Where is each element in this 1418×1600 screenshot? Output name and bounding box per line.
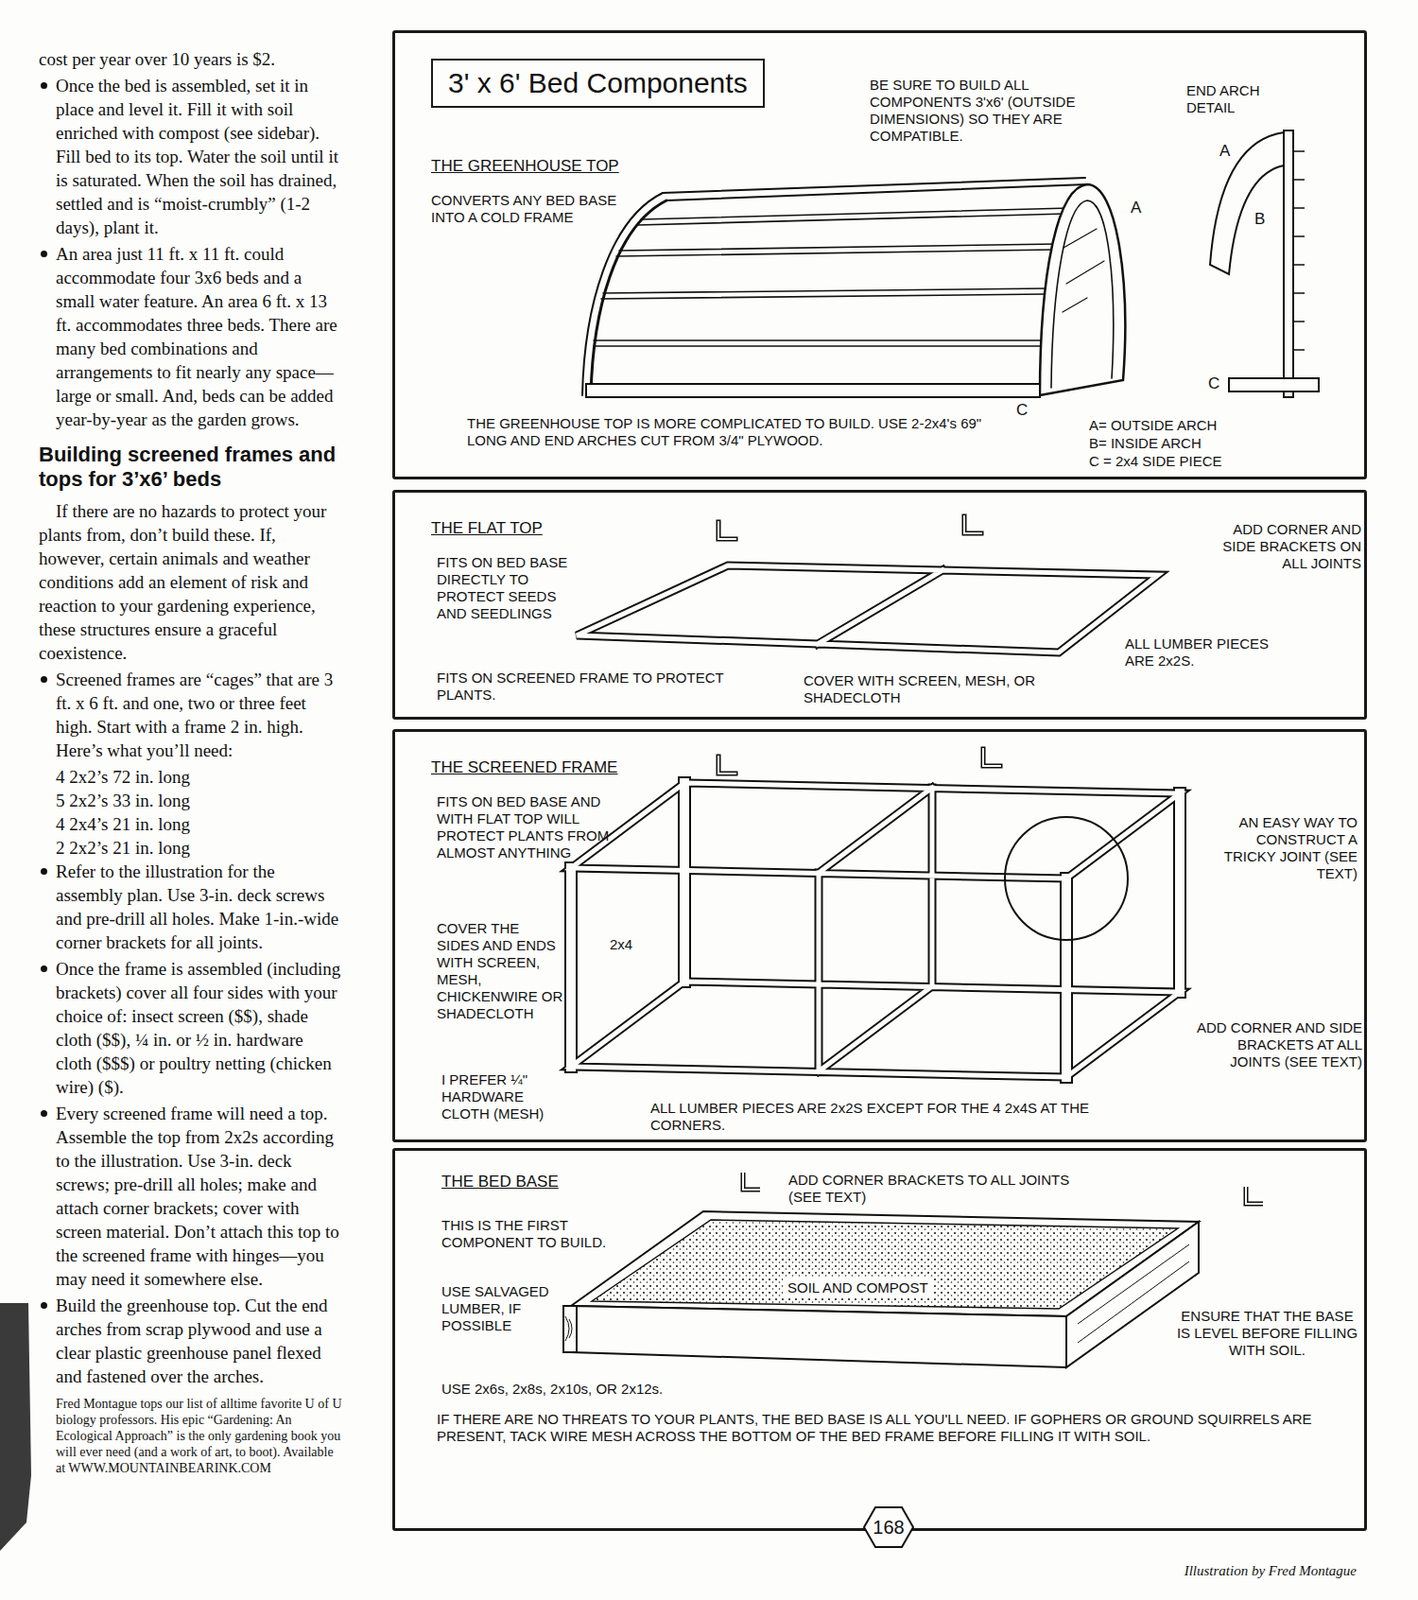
title-box: 3' x 6' Bed Components <box>431 58 765 108</box>
text: Once the bed is assembled, set it in pla… <box>55 75 339 238</box>
callout-letter: A <box>1219 141 1230 160</box>
panel-note: I PREFER ¼" HARDWARE CLOTH (MESH) <box>441 1071 574 1123</box>
article-column: cost per year over 10 years is $2. Once t… <box>38 47 344 1479</box>
panel-heading: THE GREENHOUSE TOP <box>431 155 620 176</box>
bullet-dot <box>40 250 48 258</box>
bullet-paragraph: Screened frames are “cages” that are 3 f… <box>38 667 344 762</box>
greenhouse-drawing <box>582 177 1125 398</box>
text: Every screened frame will need a top. As… <box>55 1103 340 1289</box>
callout-letter: C <box>1016 400 1028 419</box>
bullet-dot <box>40 675 48 683</box>
panel-note: FITS ON BED BASE AND WITH FLAT TOP WILL … <box>436 793 612 862</box>
page-number: 168 <box>862 1504 916 1549</box>
panel-note: COVER WITH SCREEN, MESH, OR SHADECLOTH <box>803 672 1125 707</box>
panel-note: COVER THE SIDES AND ENDS WITH SCREEN, ME… <box>436 919 565 1022</box>
text: Refer to the illustration for the assemb… <box>55 861 339 952</box>
text: Once the frame is assembled (including b… <box>55 958 341 1097</box>
materials-list-item: 5 2x2’s 33 in. long <box>38 788 344 813</box>
article-paragraph: cost per year over 10 years is $2. <box>38 47 344 71</box>
article-paragraph: If there are no hazards to protect your … <box>38 499 344 665</box>
panel-note: ADD CORNER BRACKETS TO ALL JOINTS (SEE T… <box>788 1171 1101 1206</box>
bullet-dot <box>40 867 48 875</box>
section-heading: Building screened frames and tops for 3’… <box>38 442 344 492</box>
screened-frame-drawing <box>570 748 1180 1077</box>
boot-image <box>0 1302 32 1551</box>
panel-note: FITS ON BED BASE DIRECTLY TO PROTECT SEE… <box>436 553 579 623</box>
panel-note: AN EASY WAY TO CONSTRUCT A TRICKY JOINT … <box>1201 813 1358 882</box>
illustration-credit: Illustration by Fred Montague <box>1096 1561 1357 1579</box>
panel-note: ADD CORNER AND SIDE BRACKETS AT ALL JOIN… <box>1184 1019 1363 1071</box>
component-panel: THE FLAT TOP FITS ON BED BASE DIRECTLY TO… <box>392 489 1367 720</box>
bullet-paragraph: Every screened frame will need a top. As… <box>38 1101 344 1291</box>
bullet-dot <box>40 1301 48 1309</box>
panel-note: C = 2x4 SIDE PIECE <box>1089 452 1354 470</box>
panel-note: ALL LUMBER PIECES ARE 2x2S EXCEPT FOR TH… <box>650 1099 1105 1134</box>
panel-heading: THE SCREENED FRAME <box>431 757 618 778</box>
panel-heading: THE FLAT TOP <box>431 518 543 538</box>
panel-heading: THE BED BASE <box>441 1171 559 1192</box>
bullet-paragraph: Build the greenhouse top. Cut the end ar… <box>38 1293 344 1388</box>
bullet-paragraph: Refer to the illustration for the assemb… <box>38 859 344 954</box>
text: If there are no hazards to protect your … <box>38 501 327 663</box>
panel-note: A= OUTSIDE ARCH <box>1089 416 1354 434</box>
text: 4 2x2’s 72 in. long <box>55 766 191 787</box>
callout-letter: 2x4 <box>609 935 633 952</box>
bed-base-drawing <box>563 1172 1263 1367</box>
callout-letter: A <box>1130 198 1142 217</box>
drawing-label: SOIL AND COMPOST <box>782 1278 934 1297</box>
title-text: 3' x 6' Bed Components <box>448 65 748 102</box>
text: Building screened frames and tops for 3’… <box>38 442 336 491</box>
component-panel: BE SURE TO BUILD ALL COMPONENTS 3'x6' (O… <box>392 30 1367 480</box>
text: Build the greenhouse top. Cut the end ar… <box>55 1295 329 1386</box>
flat-top-drawing <box>576 516 1159 653</box>
panel-note: ENSURE THAT THE BASE IS LEVEL BEFORE FIL… <box>1175 1307 1360 1359</box>
author-note: Fred Montague tops our list of alltime f… <box>38 1395 344 1476</box>
text: Screened frames are “cages” that are 3 f… <box>55 669 333 761</box>
materials-list-item: 2 2x2’s 21 in. long <box>38 835 344 860</box>
text: 5 2x2’s 33 in. long <box>55 790 191 811</box>
panel-note: CONVERTS ANY BED BASE INTO A COLD FRAME <box>431 191 621 226</box>
panel-note: END ARCH DETAIL <box>1186 82 1281 117</box>
component-panel: THE SCREENED FRAME FITS ON BED BASE AND W… <box>392 728 1367 1142</box>
callout-letter: C <box>1208 374 1220 393</box>
text: cost per year over 10 years is $2. <box>38 49 276 70</box>
bullet-paragraph: Once the bed is assembled, set it in pla… <box>38 73 344 240</box>
text: 2 2x2’s 21 in. long <box>55 837 191 858</box>
materials-list-item: 4 2x2’s 72 in. long <box>38 764 344 789</box>
bullet-dot <box>40 1109 48 1117</box>
callout-letter: B <box>1254 209 1265 228</box>
panel-note: BE SURE TO BUILD ALL COMPONENTS 3'x6' (O… <box>869 76 1118 145</box>
text: An area just 11 ft. x 11 ft. could accom… <box>55 243 338 430</box>
panel-note: THE GREENHOUSE TOP IS MORE COMPLICATED T… <box>466 415 997 450</box>
panel-note: USE 2x6s, 2x8s, 2x10s, OR 2x12s. <box>441 1380 915 1398</box>
text: 4 2x4’s 21 in. long <box>55 813 191 834</box>
panel-note: IF THERE ARE NO THREATS TO YOUR PLANTS, … <box>436 1410 1345 1445</box>
text: Fred Montague tops our list of alltime f… <box>55 1396 343 1475</box>
page-number-hexagon: 168 <box>862 1504 916 1549</box>
bullet-paragraph: An area just 11 ft. x 11 ft. could accom… <box>38 242 344 432</box>
panel-note: USE SALVAGED LUMBER, IF POSSIBLE <box>441 1282 560 1334</box>
panel-note: ADD CORNER AND SIDE BRACKETS ON ALL JOIN… <box>1198 520 1362 572</box>
panel-note: B= INSIDE ARCH <box>1089 434 1354 452</box>
end-arch-detail <box>1210 130 1319 398</box>
bullet-dot <box>40 82 48 89</box>
bullet-dot <box>40 965 48 972</box>
bullet-paragraph: Once the frame is assembled (including b… <box>38 956 344 1099</box>
panel-note: ALL LUMBER PIECES ARE 2x2S. <box>1124 635 1286 670</box>
component-panel: THE BED BASE ADD CORNER BRACKETS TO ALL J… <box>392 1147 1367 1531</box>
panel-note: THIS IS THE FIRST COMPONENT TO BUILD. <box>441 1216 636 1251</box>
materials-list-item: 4 2x4’s 21 in. long <box>38 812 344 836</box>
panel-note: FITS ON SCREENED FRAME TO PROTECT PLANTS… <box>436 669 749 704</box>
